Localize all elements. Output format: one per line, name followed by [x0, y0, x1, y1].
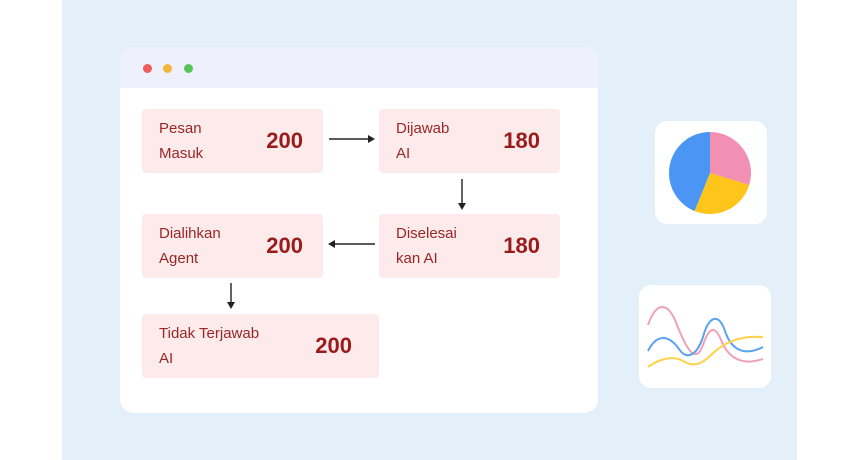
arrow-left-icon [328, 240, 375, 248]
flow-card-pesan-masuk[interactable]: Pesan Masuk 200 [142, 109, 323, 173]
line-chart-icon [647, 306, 764, 368]
card-value: 200 [315, 333, 352, 358]
card-label: Dialihkan Agent [159, 225, 221, 267]
arrow-down-icon [227, 283, 235, 309]
maximize-dot-icon[interactable] [184, 64, 193, 73]
flow-card-tidak-terjawab-ai[interactable]: Tidak Terjawab AI 200 [142, 314, 379, 378]
card-label: Diselesai kan AI [396, 225, 457, 267]
card-label: Tidak Terjawab AI [159, 325, 260, 367]
line-chart-card [639, 285, 771, 388]
card-value: 180 [503, 233, 540, 258]
window-titlebar [120, 47, 598, 88]
card-value: 200 [266, 233, 303, 258]
app-window: Pesan Masuk 200 Dijawab AI 180 Dialihkan… [120, 47, 598, 413]
card-value: 200 [266, 128, 303, 153]
flow-card-dijawab-ai[interactable]: Dijawab AI 180 [379, 109, 560, 173]
arrow-right-icon [329, 135, 375, 143]
card-label: Pesan Masuk [159, 120, 204, 162]
pie-chart-card [655, 121, 767, 224]
close-dot-icon[interactable] [143, 64, 152, 73]
flow-card-diselesaikan-ai[interactable]: Diselesai kan AI 180 [379, 214, 560, 278]
flow-card-dialihkan-agent[interactable]: Dialihkan Agent 200 [142, 214, 323, 278]
arrow-down-icon [458, 179, 466, 210]
card-value: 180 [503, 128, 540, 153]
minimize-dot-icon[interactable] [163, 64, 172, 73]
pie-chart-icon [668, 132, 751, 215]
card-label: Dijawab AI [396, 120, 450, 162]
